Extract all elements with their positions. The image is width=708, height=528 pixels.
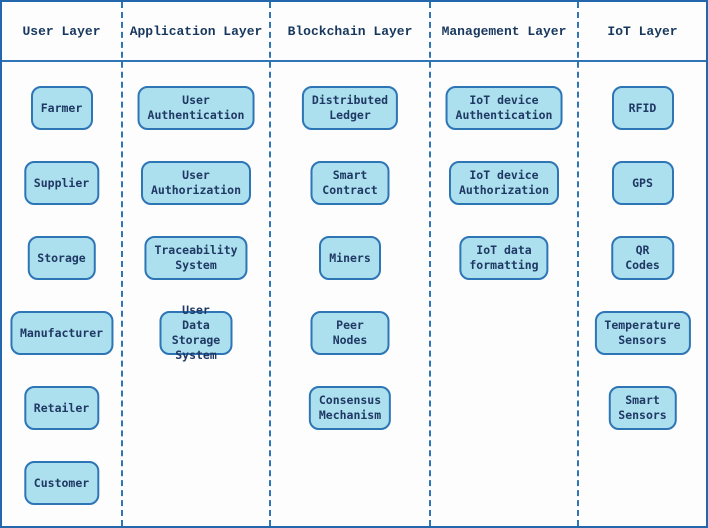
- box-consensus-mechanism: Consensus Mechanism: [308, 386, 392, 430]
- column-header-blockchain-layer: Blockchain Layer: [287, 23, 413, 39]
- box-temperature-sensors: Temperature Sensors: [594, 311, 691, 355]
- box-customer: Customer: [23, 461, 100, 505]
- column-header-iot-layer: IoT Layer: [607, 23, 678, 39]
- column-header-application-layer: Application Layer: [129, 23, 263, 39]
- box-rfid: RFID: [611, 86, 674, 130]
- header-separator-line: [2, 60, 706, 62]
- box-smart-contract: Smart Contract: [310, 161, 390, 205]
- box-miners: Miners: [319, 236, 381, 280]
- box-user-data-storage-system: User Data Storage System: [159, 303, 233, 362]
- box-storage: Storage: [27, 236, 96, 280]
- box-qr-codes: QR Codes: [610, 236, 675, 280]
- box-smart-sensors: Smart Sensors: [608, 386, 677, 430]
- box-iot-data-formatting: IoT data formatting: [459, 236, 549, 280]
- box-traceability-system: Traceability System: [144, 236, 248, 280]
- column-management-layer: Management Layer IoT device Authenticati…: [429, 2, 577, 526]
- box-gps: GPS: [611, 161, 674, 205]
- box-user-authorization: User Authorization: [140, 161, 252, 205]
- column-user-layer: User Layer Farmer Supplier Storage Manuf…: [2, 2, 121, 526]
- column-application-layer: Application Layer User Authentication Us…: [121, 2, 269, 526]
- box-user-authentication: User Authentication: [137, 86, 255, 130]
- box-iot-device-authorization: IoT device Authorization: [448, 161, 560, 205]
- column-blockchain-layer: Blockchain Layer Distributed Ledger Smar…: [269, 2, 429, 526]
- box-farmer: Farmer: [30, 86, 93, 130]
- box-iot-device-authentication: IoT device Authentication: [445, 86, 563, 130]
- box-manufacturer: Manufacturer: [9, 311, 114, 355]
- column-header-management-layer: Management Layer: [441, 23, 567, 39]
- box-peer-nodes: Peer Nodes: [310, 311, 390, 355]
- box-distributed-ledger: Distributed Ledger: [301, 86, 399, 130]
- box-supplier: Supplier: [23, 161, 100, 205]
- box-retailer: Retailer: [23, 386, 100, 430]
- column-iot-layer: IoT Layer RFID GPS QR Codes Temperature …: [577, 2, 706, 526]
- column-header-user-layer: User Layer: [22, 23, 101, 39]
